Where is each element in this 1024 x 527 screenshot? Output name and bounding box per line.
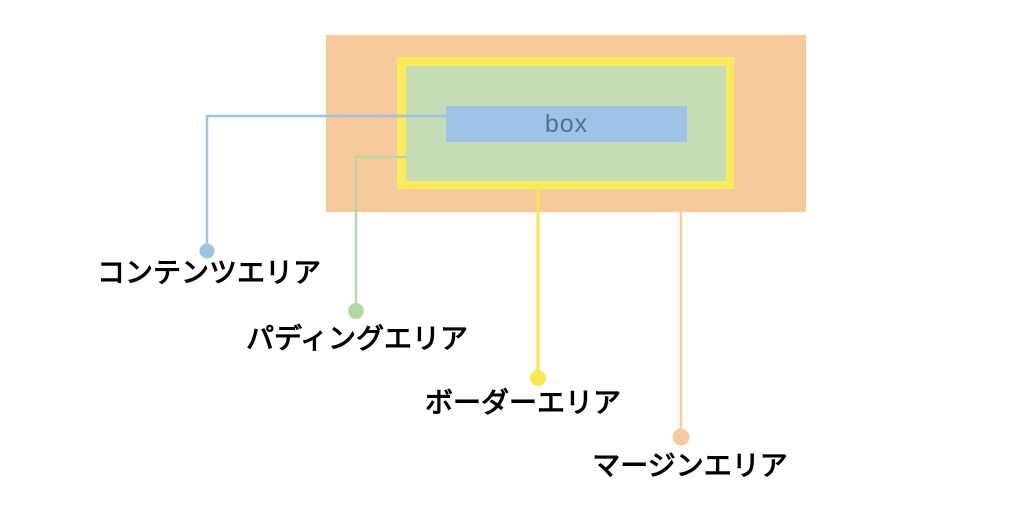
- border-area-label: ボーダーエリア: [424, 387, 622, 418]
- border-connector-dot: [530, 370, 546, 386]
- padding-area-label: パディングエリア: [245, 323, 469, 354]
- content-box-label: box: [544, 109, 589, 138]
- border-area-rect: box: [397, 57, 734, 189]
- padding-area-rect: box: [406, 66, 726, 181]
- padding-connector-dot: [348, 303, 364, 319]
- margin-connector-dot: [672, 428, 690, 446]
- content-area-label: コンテンツエリア: [96, 257, 322, 288]
- content-box-rect: box: [446, 106, 687, 142]
- margin-area-label: マージンエリア: [592, 450, 788, 481]
- margin-area-rect: box: [326, 35, 806, 212]
